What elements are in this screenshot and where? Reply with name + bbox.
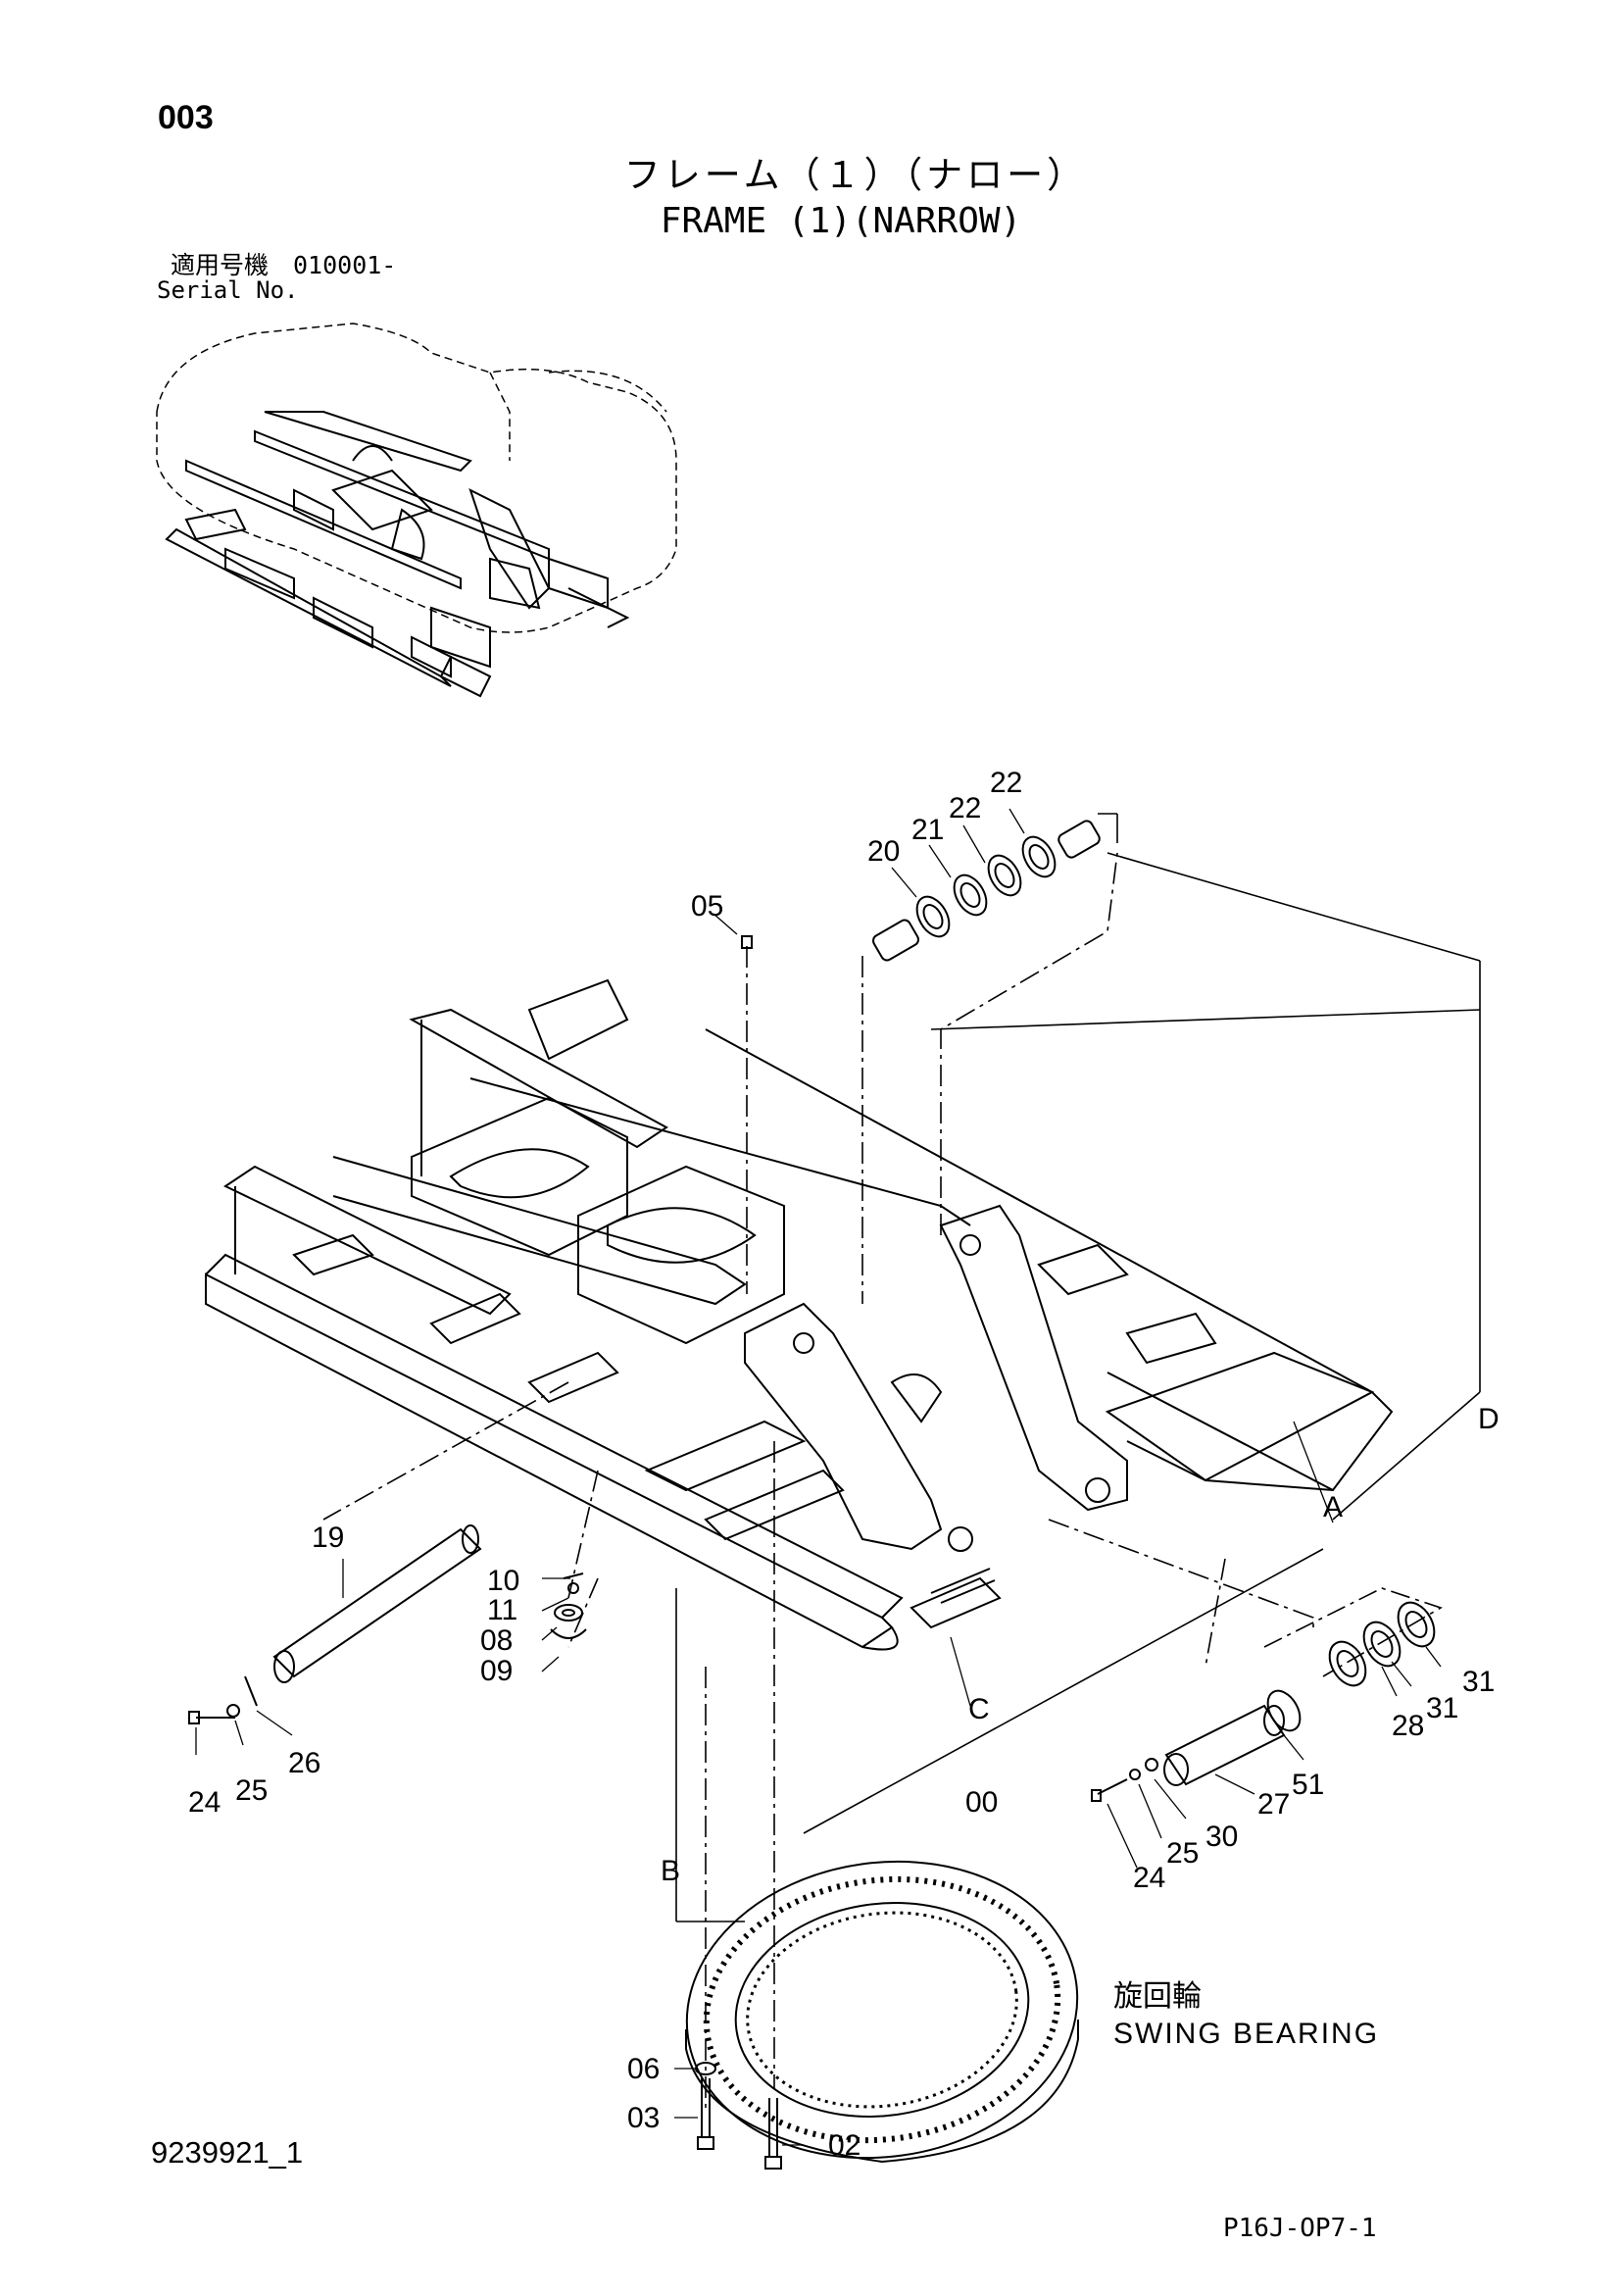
callout-31: 31	[1462, 1666, 1495, 1698]
callout-31: 31	[1426, 1692, 1458, 1724]
callout-20: 20	[867, 835, 900, 868]
callout-24: 24	[1133, 1862, 1165, 1894]
callout-10: 10	[487, 1565, 519, 1597]
document-code: 9239921_1	[151, 2135, 304, 2170]
callout-21: 21	[911, 814, 944, 846]
bushing-assembly-top	[872, 820, 1101, 962]
title-english: FRAME (1)(NARROW)	[660, 201, 1022, 241]
callout-25: 25	[235, 1774, 268, 1807]
callout-09: 09	[480, 1655, 513, 1687]
leader-lines	[322, 852, 1314, 2108]
swing-bearing	[685, 1860, 1079, 2164]
bearing-bolts	[695, 2062, 782, 2170]
callout-leaders	[195, 808, 1442, 2146]
callout-D: D	[1478, 1403, 1500, 1435]
callout-08: 08	[480, 1624, 513, 1657]
callout-05: 05	[691, 890, 723, 923]
pin-19	[272, 1524, 482, 1683]
callout-25: 25	[1166, 1837, 1199, 1870]
callout-B: B	[661, 1855, 680, 1887]
reference-code: P16J-OP7-1	[1223, 2214, 1377, 2243]
callout-28: 28	[1392, 1710, 1424, 1742]
callout-26: 26	[288, 1747, 320, 1779]
callout-C: C	[968, 1693, 990, 1725]
callout-24: 24	[188, 1786, 221, 1819]
overview-thumbnail	[156, 323, 677, 698]
small-hardware	[188, 935, 1158, 1802]
callout-22: 22	[990, 767, 1022, 799]
callout-02: 02	[828, 2129, 861, 2162]
callout-00: 00	[965, 1786, 998, 1819]
callout-27: 27	[1257, 1788, 1290, 1821]
pin-27	[1163, 1587, 1443, 1786]
callout-A: A	[1323, 1491, 1343, 1523]
callout-19: 19	[312, 1522, 344, 1554]
callout-30: 30	[1205, 1821, 1238, 1853]
guide-lines	[675, 813, 1481, 1922]
callout-03: 03	[627, 2102, 660, 2134]
serial-label-japanese: 適用号機 010001-	[171, 251, 397, 279]
main-frame	[205, 978, 1394, 1651]
swing-bearing-label-english: SWING BEARING	[1113, 2018, 1380, 2050]
page-number: 003	[158, 99, 214, 136]
callout-51: 51	[1292, 1769, 1324, 1801]
title-japanese: フレーム（１）（ナロー）	[623, 154, 1088, 196]
swing-bearing-label-japanese: 旋回輪	[1113, 1979, 1202, 2014]
serial-label-english: Serial No.	[157, 276, 299, 304]
callout-06: 06	[627, 2053, 660, 2085]
callout-labels: 2222212005DA1910110809C00313128512730252…	[188, 767, 1500, 2162]
callout-22: 22	[949, 792, 981, 824]
callout-11: 11	[487, 1594, 517, 1626]
